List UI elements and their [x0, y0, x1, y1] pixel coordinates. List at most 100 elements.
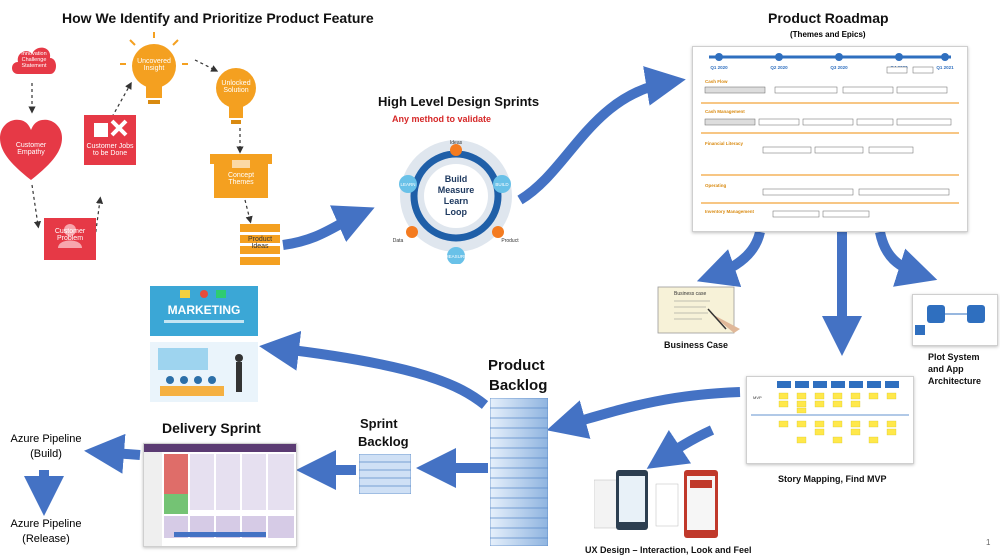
page-number: 1: [986, 538, 991, 547]
loop-center-3: Learn: [444, 196, 469, 206]
unlocked-label: Unlocked Solution: [221, 80, 251, 95]
design-sprints-subtitle: Any method to validate: [392, 114, 492, 124]
uncovered-label: Uncovered Insight: [137, 58, 171, 73]
roadmap-title: Product Roadmap: [768, 10, 889, 26]
loop-center-4: Loop: [445, 207, 467, 217]
loop-node-ideas: [450, 144, 462, 156]
loop-node-learn: [399, 175, 417, 193]
meeting-presentation-icon: [158, 348, 243, 396]
toolbox-icon: [94, 119, 128, 137]
story-map-mvp-label: MVP: [753, 395, 762, 400]
innovation-label: Innovation Challenge Statement: [21, 51, 47, 69]
roadmap-q3-2020: Q3 2020: [830, 65, 848, 70]
sprint-board-grid: [144, 444, 296, 546]
roadmap-q1-2020: Q1 2020: [710, 65, 728, 70]
arrow-delivery-to-azure: [84, 433, 141, 474]
heart-icon: [0, 119, 62, 180]
azure-release-label-1: Azure Pipeline: [10, 518, 82, 530]
features-label: Product Ideas: [247, 236, 273, 251]
jobs-block: Customer Jobs to be Done: [84, 115, 136, 165]
empathy-heart: Customer Empathy: [0, 118, 62, 184]
business-case-caption: Business Case: [664, 340, 729, 350]
arrow-features-to-sprints: [282, 205, 375, 250]
story-map-grid: MVP: [751, 381, 909, 444]
business-case-image: Business case: [650, 283, 742, 337]
stack-icon: [240, 224, 280, 265]
product-backlog-stack: [490, 398, 548, 546]
delivery-sprint-board: [143, 443, 297, 547]
loop-center-2: Measure: [438, 185, 475, 195]
azure-build-label-2: (Build): [30, 448, 62, 460]
loop-label-learn: LEARN: [400, 182, 415, 187]
loop-node-product: [492, 226, 504, 238]
loop-label-measure: MEASURE: [445, 254, 467, 259]
sprint-backlog-stack: [359, 454, 411, 494]
problem-block: Customer Problem: [44, 218, 96, 260]
azure-build-label-1: Azure Pipeline: [10, 433, 82, 445]
plot-caption-2: and App: [928, 364, 964, 374]
roadmap-section-literacy: Financial Literacy: [705, 141, 744, 146]
loop-node-build: [493, 175, 511, 193]
roadmap-section-cashmgmt: Cash Management: [705, 109, 745, 114]
loop-label-build: BUILD: [495, 182, 509, 187]
unlocked-bulb: Unlocked Solution: [208, 62, 264, 132]
jobs-label: Customer Jobs to be Done: [86, 143, 134, 158]
innovation-cloud: Innovation Challenge Statement: [8, 38, 60, 82]
cloud-icon: [12, 47, 56, 74]
roadmap-q1-2021: Q1 2021: [936, 65, 954, 70]
roadmap-chart: Q1 2020 Q2 2020 Q3 2020 Q4 2020 Q1 2021 …: [701, 53, 959, 218]
design-sprints-title: High Level Design Sprints: [378, 94, 540, 109]
plot-caption-3: Architecture: [928, 376, 982, 386]
identify-title: How We Identify and Prioritize Product F…: [62, 10, 374, 26]
notepad-icon: Business case: [657, 286, 740, 334]
lightbulb-icon: [216, 68, 256, 124]
concepts-box: Concept Themes: [210, 154, 272, 198]
features-stack: Product Ideas: [240, 224, 280, 266]
ux-design-caption: UX Design – Interaction, Look and Feel: [585, 545, 752, 555]
arrow-story-to-backlog: [546, 387, 741, 439]
sprint-backlog-title-2: Backlog: [358, 434, 409, 449]
roadmap-panel: Q1 2020 Q2 2020 Q3 2020 Q4 2020 Q1 2021 …: [692, 46, 968, 232]
lightbulb-icon: [120, 32, 188, 104]
business-case-paper-text: Business case: [674, 291, 706, 297]
architecture-diagram: [912, 294, 998, 346]
roadmap-q2-2020: Q2 2020: [770, 65, 788, 70]
concepts-label: Concept Themes: [227, 172, 255, 187]
loop-label-ideas: Ideas: [450, 140, 463, 146]
story-map-caption: Story Mapping, Find MVP: [778, 474, 887, 484]
marketing-image: MARKETING: [150, 286, 258, 336]
product-backlog-title-2: Backlog: [489, 377, 548, 394]
azure-release-label-2: (Release): [22, 533, 70, 545]
roadmap-section-cashflow: Cash Flow: [705, 79, 728, 84]
product-backlog-title-1: Product: [488, 357, 545, 374]
build-measure-learn-loop: Build Measure Learn Loop Ideas BUILD Pro…: [393, 140, 519, 264]
uncovered-bulb: Uncovered Insight: [118, 30, 190, 110]
loop-node-measure: [447, 247, 465, 264]
problem-label: Customer Problem: [54, 228, 86, 243]
empathy-label: Customer Empathy: [15, 142, 47, 157]
marketing-icons: MARKETING: [164, 290, 244, 323]
plot-caption-1: Plot System: [928, 352, 980, 362]
meeting-image: [150, 342, 258, 402]
delivery-sprint-title: Delivery Sprint: [162, 420, 261, 436]
phone-wireframe-icon: [593, 470, 718, 538]
arrow-roadmap-to-business: [696, 230, 765, 287]
arrow-roadmap-to-plot: [875, 230, 938, 287]
arrow-story-to-ux: [646, 425, 715, 469]
roadmap-section-operating: Operating: [705, 183, 727, 188]
loop-label-product: Product: [501, 238, 519, 244]
roadmap-section-inventory: Inventory Management: [705, 209, 755, 214]
loop-label-data: Data: [393, 238, 404, 244]
sprint-backlog-title-1: Sprint: [360, 416, 398, 431]
story-map-panel: MVP: [746, 376, 914, 464]
box-icon: [210, 154, 272, 198]
person-icon: [58, 224, 82, 248]
arrow-sprints-to-roadmap: [517, 66, 686, 205]
arrow-backlog-to-marketing: [259, 330, 489, 409]
loop-node-data: [406, 226, 418, 238]
loop-center-1: Build: [445, 174, 468, 184]
roadmap-subtitle: (Themes and Epics): [790, 30, 866, 39]
marketing-word: MARKETING: [168, 303, 241, 317]
ux-design-image: [593, 470, 718, 540]
